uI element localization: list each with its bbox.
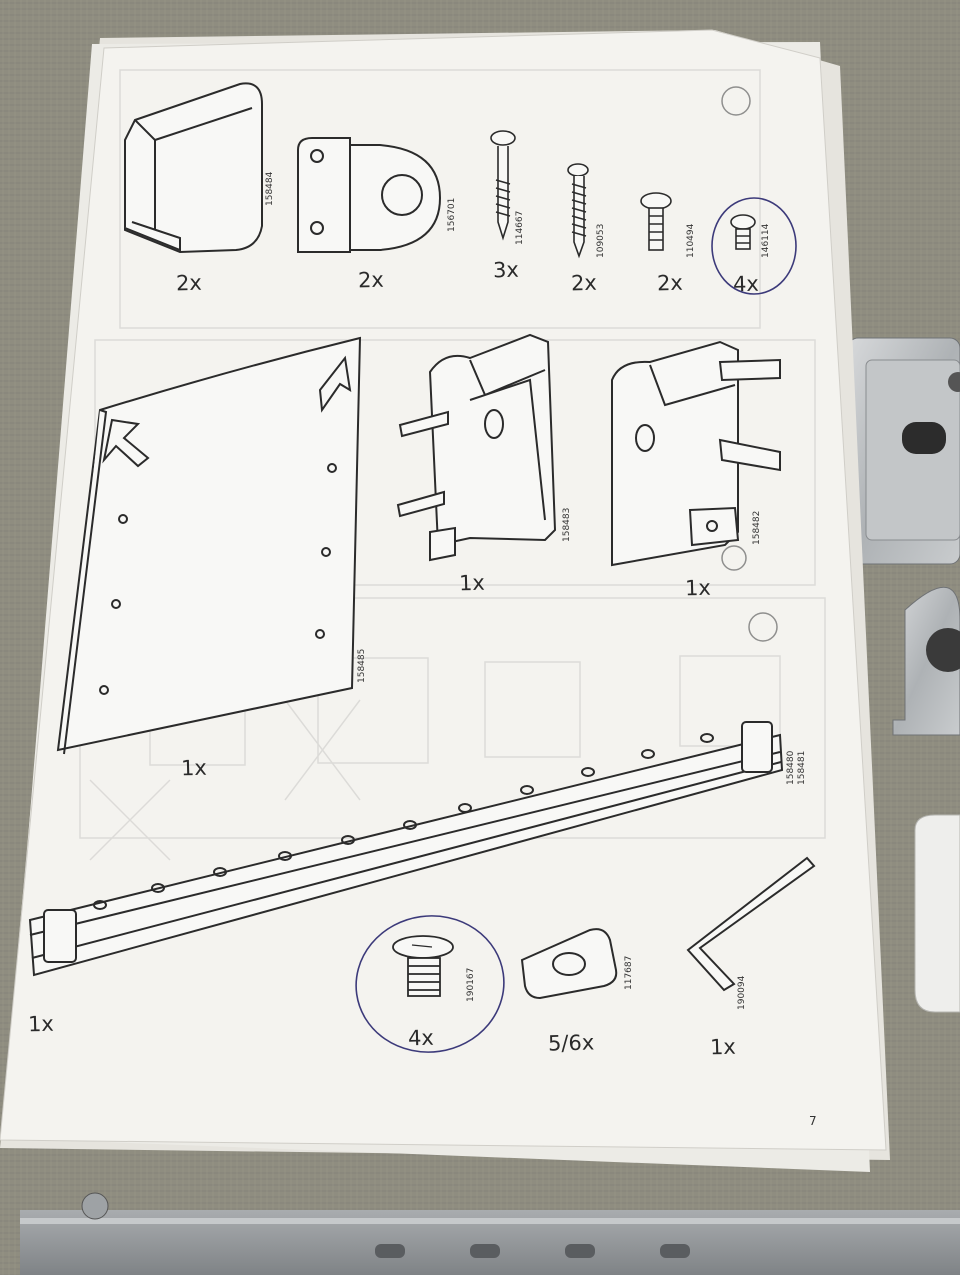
qty-label-cam-bolt: 4x: [407, 1025, 435, 1051]
code-long-screw: 114667: [515, 210, 525, 245]
code-hinge-bracket: 158483: [562, 507, 572, 542]
allen-key-drawing: [686, 856, 816, 992]
qty-label-hinge-bracket: 1x: [458, 570, 486, 596]
plastic-cap-photo: [914, 814, 960, 1013]
code-back-panel: 158485: [357, 648, 367, 683]
pen-circle-cam-bolt: [355, 915, 505, 1053]
wood-screw-drawing: [567, 163, 589, 259]
qty-label-back-panel: 1x: [180, 755, 208, 781]
cam-bolt-drawing: [392, 935, 454, 997]
qty-label-clip-cap: 2x: [175, 270, 203, 296]
metal-rail-photo: [20, 1192, 960, 1275]
code-wood-screw: 109053: [596, 223, 606, 258]
qty-label-hinge-bracket-2: 1x: [684, 575, 712, 601]
hinge-bracket-drawing: [396, 333, 557, 562]
qty-label-long-screw: 3x: [492, 257, 520, 283]
code-hole-bracket: 156701: [447, 197, 457, 232]
back-panel-drawing: [56, 336, 362, 755]
code-hinge-bracket-2: 158482: [752, 510, 762, 545]
code-long-rail-b: 158481: [797, 750, 807, 785]
code-spacer: 117687: [624, 955, 634, 990]
hole-bracket-drawing: [297, 137, 442, 253]
page-number: 7: [809, 1114, 817, 1128]
qty-label-machine-screw: 2x: [656, 270, 684, 296]
instruction-sheet: [0, 29, 887, 1151]
small-screw-drawing: [730, 214, 756, 250]
qty-label-spacer: 5/6x: [547, 1030, 595, 1056]
code-clip-cap: 158484: [265, 171, 275, 206]
spacer-drawing: [520, 928, 618, 1000]
qty-label-small-screw: 4x: [732, 271, 760, 297]
code-cam-bolt: 190167: [466, 967, 476, 1002]
qty-label-long-rail: 1x: [27, 1011, 55, 1037]
machine-screw-drawing: [640, 192, 672, 251]
long-rail-drawing: [28, 721, 784, 977]
code-long-rail-a: 158480: [786, 750, 796, 785]
qty-label-hole-bracket: 2x: [357, 267, 385, 293]
metal-bracket-photo: [847, 337, 960, 565]
hinge-bracket-2-drawing: [611, 340, 781, 567]
pen-circle-small-screw: [711, 197, 797, 295]
code-allen-key: 190094: [737, 975, 747, 1010]
qty-label-allen-key: 1x: [709, 1034, 737, 1060]
code-machine-screw: 110494: [686, 223, 696, 258]
clip-cap-drawing: [124, 82, 263, 254]
qty-label-wood-screw: 2x: [570, 270, 598, 296]
round-bracket-photo: [892, 586, 960, 736]
code-small-screw: 146114: [761, 223, 771, 258]
long-screw-drawing: [490, 130, 516, 241]
